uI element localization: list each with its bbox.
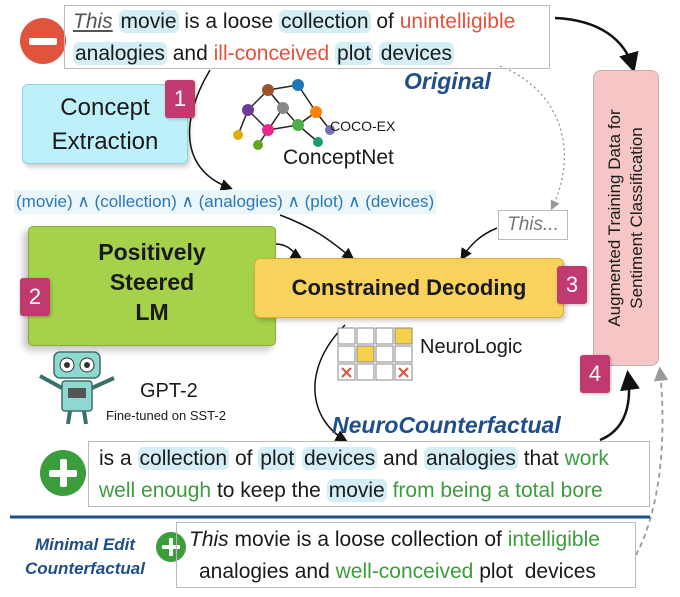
negative-sign-icon [20, 18, 66, 64]
word-plot: plot [258, 447, 297, 470]
constrained-decoding-label: Constrained Decoding [291, 275, 527, 300]
concept-extraction-label-2: Extraction [51, 128, 159, 155]
arrow-neurocf-to-augmented [599, 370, 640, 442]
step-badge-3: 3 [557, 266, 587, 304]
word-devices: devices [302, 447, 378, 470]
word-this: This [189, 528, 229, 551]
word-work: work [564, 447, 609, 470]
prefix-box: This... [498, 210, 568, 240]
arrow-original-to-constraints [188, 69, 233, 191]
gpt2-label: GPT-2 [140, 380, 198, 402]
positive-sign-icon-small [156, 532, 186, 562]
words-plot-devices: plot devices [479, 560, 596, 583]
words-movie-is-a-loose-collection-of: movie is a loose collection of [234, 528, 502, 551]
positive-sign-icon [40, 450, 86, 496]
coco-ex-label: COCO-EX [330, 118, 396, 134]
word-this: This [73, 10, 113, 33]
minimal-edit-sentence-box: This movie is a loose collection of inte… [176, 522, 636, 588]
neurocounterfactual-sentence-box: is a collection of plot devices and anal… [88, 441, 650, 507]
word-devices: devices [378, 42, 454, 65]
word-well-enough: well enough [99, 479, 212, 502]
lm-label-1: Positively [98, 239, 206, 265]
minimal-edit-label: Minimal Edit Counterfactual [10, 533, 160, 581]
minimal-edit-label-2: Counterfactual [25, 559, 145, 578]
word-to-keep-the: to keep the [216, 479, 321, 502]
words-analogies-and: analogies and [199, 560, 330, 583]
word-movie: movie [118, 10, 179, 33]
word-movie: movie [326, 479, 387, 502]
word-collection: collection [137, 447, 230, 470]
word-plot: plot [335, 42, 373, 65]
arrow-original-to-prefix [499, 65, 566, 211]
neurocounterfactual-label: NeuroCounterfactual [332, 412, 561, 438]
original-label: Original [404, 68, 491, 94]
conceptnet-graph-icon [233, 79, 335, 150]
word-that: that [523, 447, 559, 470]
arrow-lm-to-decoding [275, 243, 303, 260]
neurologic-grid-icon [337, 327, 413, 381]
word-of: of [376, 10, 394, 33]
original-sentence-box: This movie is a loose collection of unin… [64, 5, 550, 69]
word-is-a-loose: is a loose [184, 10, 274, 33]
concept-extraction-box: Concept Extraction [22, 84, 188, 164]
step-badge-4: 4 [580, 355, 610, 393]
word-unintelligible: unintelligible [399, 10, 516, 33]
word-analogies: analogies [423, 447, 518, 470]
arrow-decoding-to-neurocf [314, 324, 348, 442]
word-ill-conceived: ill-conceived [213, 42, 330, 65]
constraints-text: (movie) ∧ (collection) ∧ (analogies) ∧ (… [14, 190, 437, 214]
gpt2-note: Fine-tuned on SST-2 [106, 408, 226, 423]
augmented-label-2: Sentiment Classification [627, 127, 646, 309]
minimal-edit-label-1: Minimal Edit [34, 535, 136, 554]
augmented-training-data-box: Augmented Training Data for Sentiment Cl… [593, 70, 659, 366]
robot-icon [39, 351, 115, 425]
conceptnet-label: ConceptNet [283, 146, 394, 169]
word-and: and [383, 447, 419, 470]
arrow-minimal-to-augmented [635, 366, 669, 556]
word-well-conceived: well-conceived [335, 560, 474, 583]
arrow-original-to-augmented [554, 16, 639, 73]
augmented-label-1: Augmented Training Data for [605, 109, 624, 327]
word-of: of [234, 447, 253, 470]
constrained-decoding-box: Constrained Decoding [254, 258, 564, 318]
arrow-prefix-to-decoding [460, 227, 498, 261]
neurologic-label: NeuroLogic [420, 336, 523, 358]
lm-label-3: LM [135, 299, 169, 325]
step-badge-1: 1 [165, 80, 195, 118]
word-is-a: is a [99, 447, 132, 470]
step-badge-2: 2 [20, 278, 50, 316]
word-from-being-a-total-bore: from being a total bore [392, 479, 603, 502]
lm-label-2: Steered [109, 269, 195, 295]
word-analogies: analogies [73, 42, 167, 65]
positively-steered-lm-box: Positively Steered LM [28, 226, 276, 346]
concept-extraction-label-1: Concept [60, 94, 150, 121]
arrow-constraints-to-decoding [279, 214, 355, 260]
word-collection: collection [278, 10, 371, 33]
word-and: and [172, 42, 208, 65]
word-intelligible: intelligible [507, 528, 600, 551]
